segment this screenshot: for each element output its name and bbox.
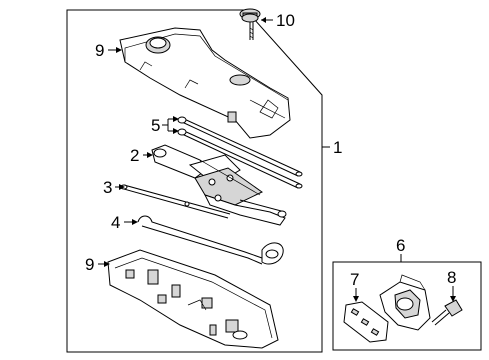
- callout-5: 5: [151, 116, 160, 135]
- storage-tray-bottom-part: [107, 249, 279, 349]
- callout-9-bottom: 9: [85, 255, 94, 274]
- scissor-jack-part: [151, 144, 287, 226]
- leader-5a-arrow: [173, 116, 179, 122]
- mounting-pad-part: [343, 301, 389, 343]
- extension-rods-part: [177, 116, 303, 189]
- leader-5b-arrow: [173, 128, 179, 134]
- leader-2-arrow: [147, 152, 153, 158]
- callout-1: 1: [333, 138, 342, 157]
- leader-4-arrow: [132, 219, 138, 225]
- leader-3-arrow: [119, 184, 125, 190]
- callout-7: 7: [350, 270, 359, 289]
- callout-3: 3: [103, 178, 112, 197]
- sub-assembly-outline: [332, 261, 482, 351]
- callout-8: 8: [447, 268, 456, 287]
- leader-10-arrow: [261, 17, 266, 23]
- leader-9b-arrow: [104, 261, 110, 267]
- wing-bolt-part: [239, 8, 261, 40]
- leader-9a-arrow: [116, 47, 122, 53]
- main-assembly-outline: [66, 9, 323, 353]
- callout-10: 10: [276, 11, 295, 30]
- leader-7-arrow: [353, 296, 359, 302]
- callout-6: 6: [396, 236, 405, 255]
- leader-8-arrow: [450, 296, 456, 302]
- storage-cover-top-part: [119, 27, 291, 139]
- callout-4: 4: [111, 213, 120, 232]
- jack-holder-bracket-part: [379, 274, 431, 331]
- callout-9-top: 9: [95, 41, 104, 60]
- retaining-bolt-part: [431, 299, 463, 326]
- callout-2: 2: [130, 146, 139, 165]
- lug-wrench-part: [137, 215, 284, 265]
